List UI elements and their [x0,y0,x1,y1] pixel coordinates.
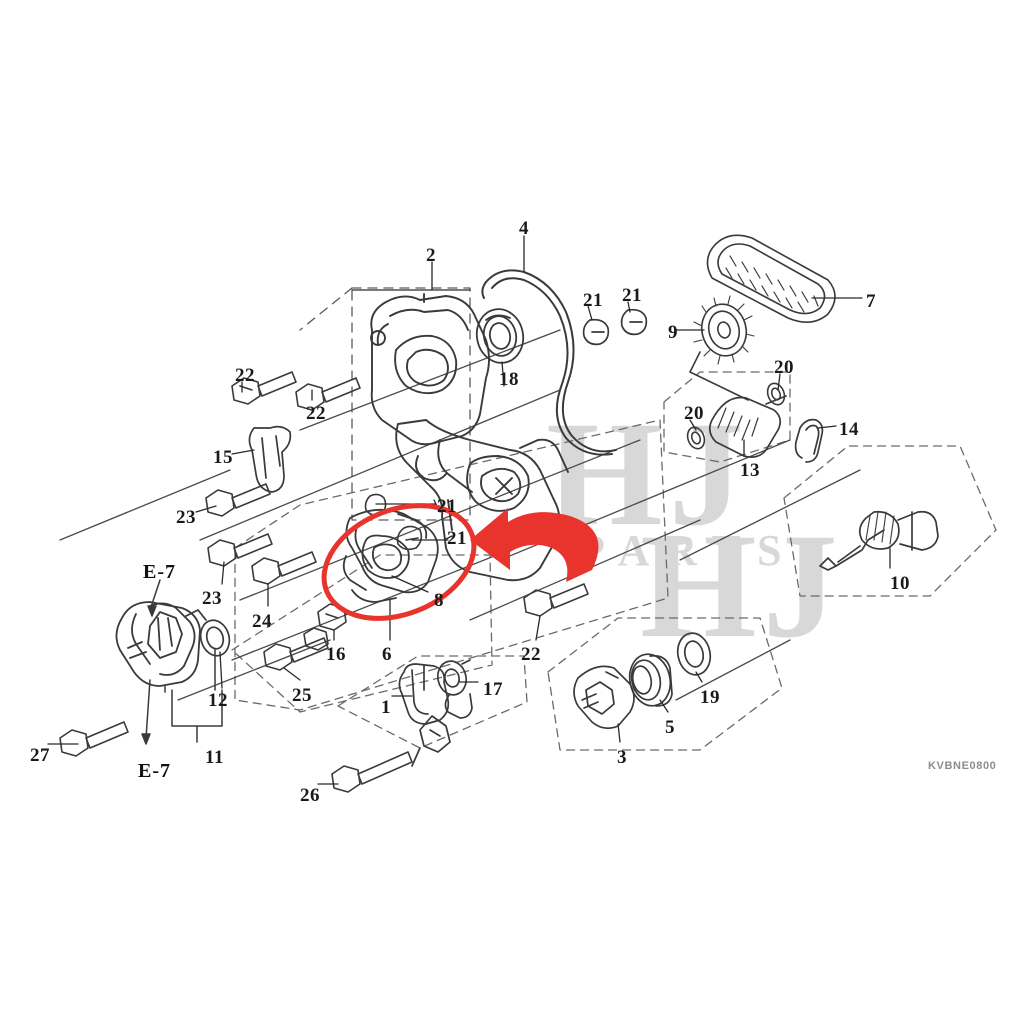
bolt-22-c [523,583,589,617]
callout-7[interactable]: 7 [866,291,876,312]
bolt-22-b [295,377,361,411]
pump-housing-3 [573,665,635,730]
callout-13[interactable]: 13 [740,460,760,481]
callout-10[interactable]: 10 [890,573,910,594]
bolt-26 [331,751,413,793]
callout-5[interactable]: 5 [665,717,675,738]
nut-16 [317,603,347,631]
callout-4[interactable]: 4 [519,218,529,239]
bolt-23-a [205,483,271,517]
tensioner-13 [708,395,787,458]
callout-23-b[interactable]: 23 [202,588,222,609]
callout-9[interactable]: 9 [668,322,678,343]
engine-case-lower [395,419,569,582]
reference-label-e7-top[interactable]: E-7 [143,561,176,583]
clip-14 [794,418,824,463]
highlight-ellipse [321,503,477,621]
reference-label-e7-bottom[interactable]: E-7 [138,760,171,782]
callout-14[interactable]: 14 [839,419,859,440]
callout-20-b[interactable]: 20 [684,403,704,424]
leader-e7 [141,579,161,745]
sprocket-9 [689,295,755,401]
callout-2[interactable]: 2 [426,245,436,266]
callout-8[interactable]: 8 [434,590,444,611]
hose-4 [481,269,617,456]
pump-shaft-10 [819,510,939,571]
dowel-21-top [582,308,648,346]
group-box [299,287,471,521]
bolt-27 [59,721,129,757]
bolt-25 [263,637,329,671]
callout-3[interactable]: 3 [617,747,627,768]
callout-1[interactable]: 1 [381,697,391,718]
callout-19[interactable]: 19 [700,687,720,708]
callout-18[interactable]: 18 [499,369,519,390]
bearing-18 [475,308,525,364]
callout-11[interactable]: 11 [205,747,224,768]
watermark-secondary: PARTS [578,526,798,575]
seal-19 [676,632,712,676]
callout-27[interactable]: 27 [30,745,50,766]
callout-25[interactable]: 25 [292,685,312,706]
callout-21-a[interactable]: 21 [583,290,603,311]
leader-lines [47,235,891,785]
callout-17[interactable]: 17 [483,679,503,700]
callout-21-c[interactable]: 21 [437,496,457,517]
guide-15 [248,425,292,493]
callout-21-d[interactable]: 21 [447,528,467,549]
callout-23-a[interactable]: 23 [176,507,196,528]
impeller-5 [628,653,673,707]
callout-6[interactable]: 6 [382,644,392,665]
callout-20-a[interactable]: 20 [774,357,794,378]
engine-case-upper [370,293,490,446]
washer-20-lower [686,426,706,450]
bolt-24 [251,551,317,585]
callout-16[interactable]: 16 [326,644,346,665]
callout-24[interactable]: 24 [252,611,272,632]
bracket-11-12 [164,649,223,743]
callout-22-a[interactable]: 22 [235,365,255,386]
cam-chain-7 [706,234,836,323]
oil-filter-assy-12 [115,601,207,687]
callout-26[interactable]: 26 [300,785,320,806]
nut-16-b [303,627,329,651]
sensor-17 [436,659,473,719]
callout-12[interactable]: 12 [208,690,228,711]
callout-22-c[interactable]: 22 [521,644,541,665]
bolt-23-b [207,533,273,567]
washer-20-upper [766,382,786,406]
highlight-arrow-icon [470,508,599,582]
callout-22-b[interactable]: 22 [306,403,326,424]
callout-21-b[interactable]: 21 [622,285,642,306]
callout-15[interactable]: 15 [213,447,233,468]
diagram-part-code: KVBNE0800 [928,760,997,772]
